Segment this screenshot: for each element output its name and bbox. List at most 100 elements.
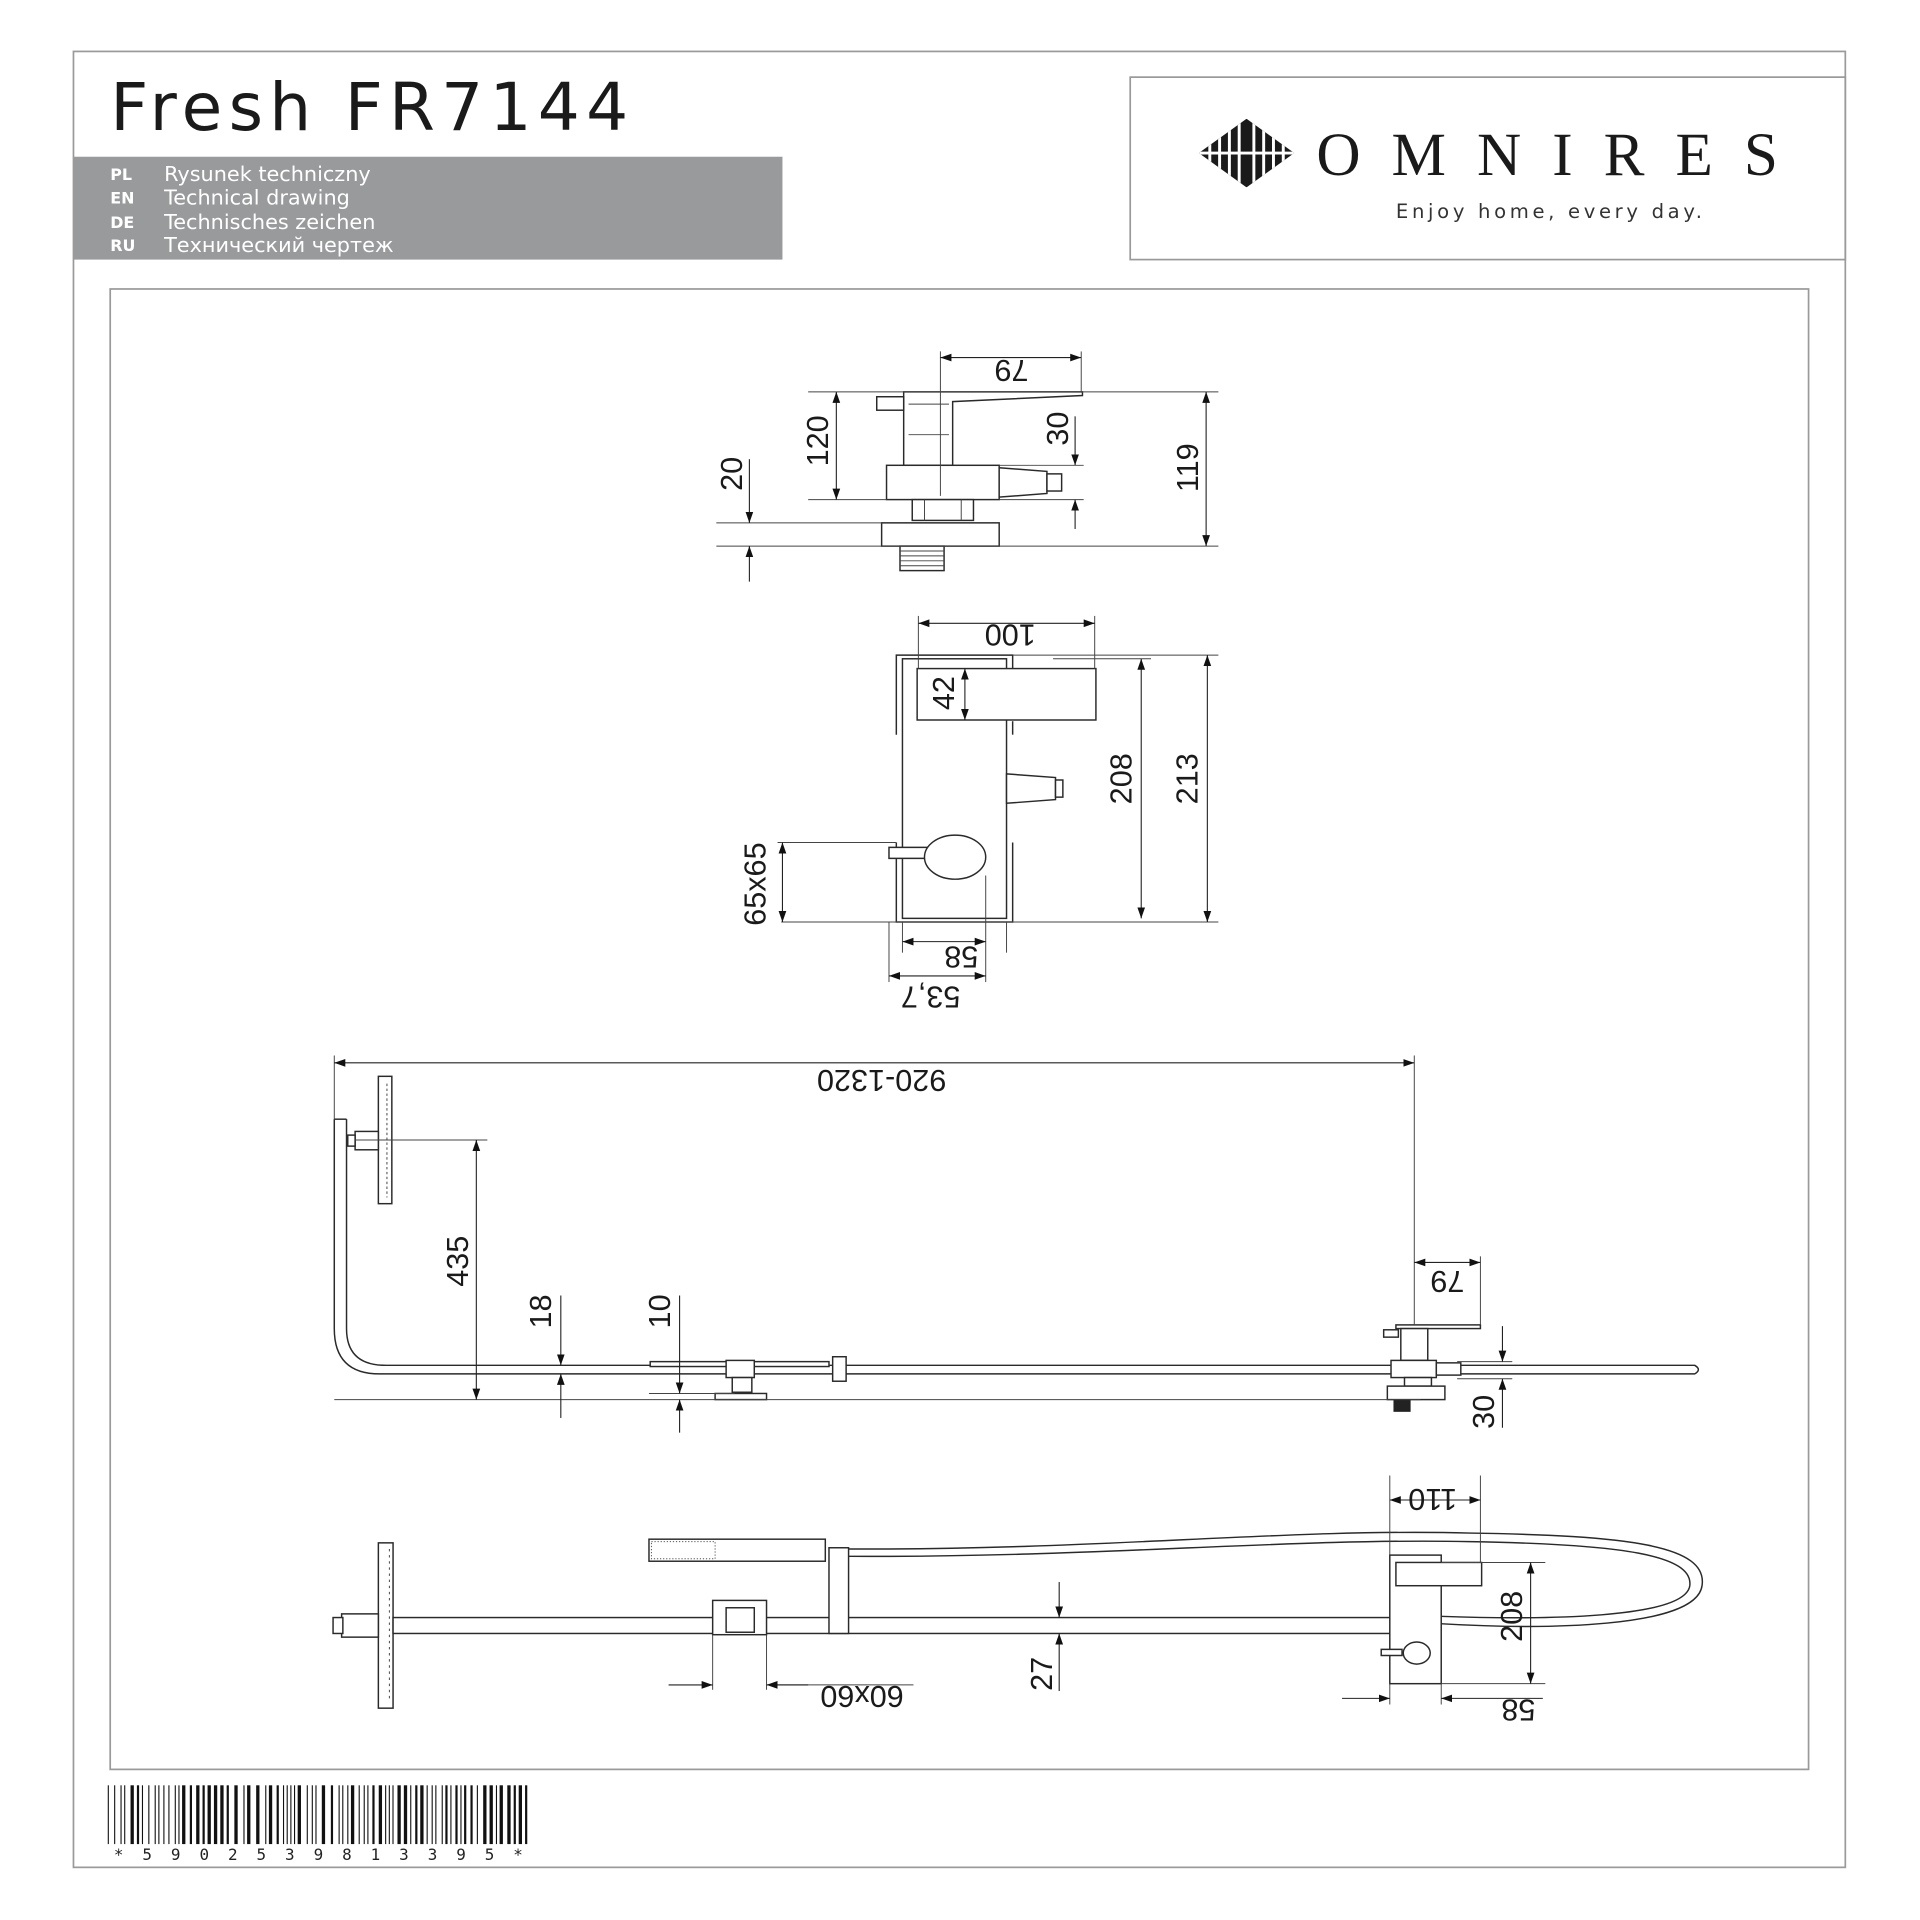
barcode-bar xyxy=(445,1785,448,1845)
barcode-bar xyxy=(388,1785,390,1845)
barcode-bar xyxy=(378,1785,383,1845)
dim-rail-height: 18 xyxy=(524,1294,558,1328)
barcode-bar xyxy=(120,1785,122,1845)
dim-mixer-bottom: 58 xyxy=(1501,1692,1535,1726)
dim-width: 100 xyxy=(985,617,1036,651)
dim-outer-height: 213 xyxy=(1171,753,1205,804)
barcode-bar xyxy=(476,1785,478,1845)
barcode-bar xyxy=(256,1785,260,1845)
dim-slider-height: 10 xyxy=(643,1294,677,1328)
language-list: PL Rysunek techniczny EN Technical drawi… xyxy=(110,162,394,257)
barcode-number: *5902539813395* xyxy=(114,1845,523,1864)
barcode-bar xyxy=(431,1785,433,1845)
barcode-bar xyxy=(174,1785,176,1845)
lang-label-en: Technical drawing xyxy=(163,185,350,209)
dim-length: 920-1320 xyxy=(817,1063,946,1097)
barcode-bar xyxy=(330,1785,334,1845)
barcode-bar xyxy=(234,1785,238,1845)
dim-side-spout: 30 xyxy=(1467,1395,1501,1429)
dim-mixer-height: 208 xyxy=(1495,1591,1529,1642)
drawing-frame xyxy=(109,288,1810,1771)
barcode-bar xyxy=(168,1785,170,1845)
barcode-bar xyxy=(450,1785,452,1845)
barcode-bar xyxy=(114,1785,116,1845)
barcode-bar xyxy=(202,1785,205,1845)
barcode-bar xyxy=(513,1785,516,1845)
barcode-bar xyxy=(196,1785,200,1845)
dim-rail: 27 xyxy=(1025,1657,1059,1691)
diamond-bars-logo-icon xyxy=(1198,118,1295,188)
barcode-bar xyxy=(297,1785,301,1845)
barcode-bar xyxy=(290,1785,292,1845)
barcode-bar xyxy=(265,1785,267,1845)
lang-label-de: Technisches zeichen xyxy=(163,210,375,234)
barcode-bar xyxy=(207,1785,211,1845)
barcode xyxy=(107,1785,528,1845)
barcode-bar xyxy=(489,1785,493,1845)
dim-bottom-width: 58 xyxy=(944,939,978,973)
dim-spout: 30 xyxy=(1041,412,1075,446)
dim-side-lever-reach: 79 xyxy=(1430,1264,1464,1298)
barcode-bar xyxy=(189,1785,192,1845)
barcode-bar xyxy=(495,1785,498,1845)
barcode-bar xyxy=(460,1785,462,1845)
dim-offset: 53,7 xyxy=(901,980,961,1014)
barcode-bar xyxy=(268,1785,273,1845)
dim-holder: 65x65 xyxy=(739,842,773,925)
barcode-bar xyxy=(415,1785,418,1845)
barcode-bar xyxy=(525,1785,528,1845)
barcode-bar xyxy=(441,1785,443,1845)
dim-total-height: 119 xyxy=(1171,443,1205,492)
barcode-bar xyxy=(518,1785,522,1845)
dim-body-height: 120 xyxy=(801,415,835,466)
barcode-bar xyxy=(410,1785,412,1845)
barcode-bar xyxy=(363,1785,365,1845)
barcode-bar xyxy=(350,1785,355,1845)
barcode-bar xyxy=(213,1785,218,1845)
dim-mixer-width: 110 xyxy=(1408,1482,1457,1516)
barcode-bar xyxy=(158,1785,160,1845)
language-band xyxy=(73,156,783,260)
barcode-bar xyxy=(367,1785,369,1845)
dim-lever-height: 42 xyxy=(927,676,961,710)
barcode-bar xyxy=(148,1785,150,1845)
lang-label-ru: Технический чертеж xyxy=(163,233,394,257)
barcode-bar xyxy=(182,1785,186,1845)
barcode-bar xyxy=(178,1785,180,1845)
barcode-bar xyxy=(226,1785,229,1845)
dim-inner-height: 208 xyxy=(1105,753,1139,804)
assembly-front-view: 110 208 27 60x60 58 xyxy=(332,1475,1703,1726)
barcode-bar xyxy=(455,1785,458,1845)
barcode-bar xyxy=(470,1785,473,1845)
barcode-bar xyxy=(276,1785,279,1845)
barcode-bar xyxy=(130,1785,134,1845)
barcode-bar xyxy=(464,1785,467,1845)
barcode-bar xyxy=(107,1785,109,1845)
lang-code-de: DE xyxy=(110,213,134,232)
barcode-bar xyxy=(294,1785,296,1845)
lang-label-pl: Rysunek techniczny xyxy=(164,162,371,186)
assembly-side-view: 920-1320 435 18 10 79 30 xyxy=(333,1055,1700,1433)
barcode-bar xyxy=(315,1785,317,1845)
barcode-bar xyxy=(282,1785,285,1845)
dim-flange: 20 xyxy=(715,457,749,491)
barcode-bar xyxy=(426,1785,428,1845)
barcode-bar xyxy=(358,1785,360,1845)
barcode-bar xyxy=(342,1785,344,1845)
logo-box xyxy=(1129,76,1847,261)
mixer-front-view: 100 42 208 213 65x65 58 53,7 xyxy=(739,615,1219,1014)
barcode-bar xyxy=(163,1785,165,1845)
barcode-bar xyxy=(507,1785,511,1845)
dim-head-height: 435 xyxy=(441,1236,475,1287)
lang-code-ru: RU xyxy=(110,236,135,255)
barcode-bar xyxy=(483,1785,487,1845)
barcode-bar xyxy=(311,1785,313,1845)
barcode-bar xyxy=(306,1785,308,1845)
barcode-bar xyxy=(321,1785,326,1845)
barcode-bar xyxy=(397,1785,401,1845)
barcode-bar xyxy=(141,1785,144,1845)
barcode-bar xyxy=(247,1785,251,1845)
barcode-bar xyxy=(392,1785,394,1845)
lang-code-en: EN xyxy=(110,188,134,207)
